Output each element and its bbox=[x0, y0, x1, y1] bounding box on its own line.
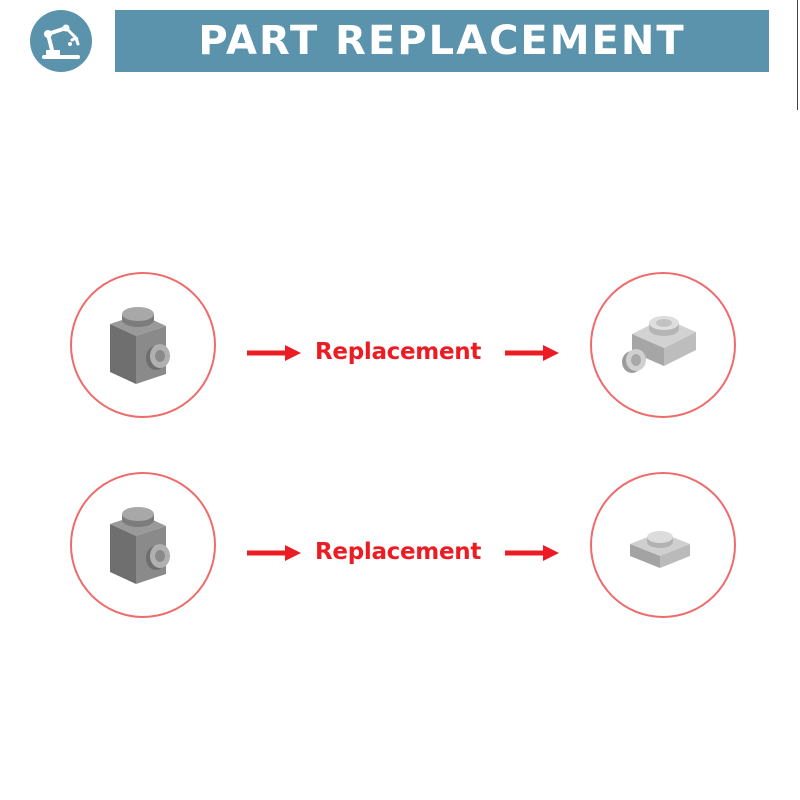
target-part-circle bbox=[590, 472, 736, 618]
replacement-label: Replacement bbox=[315, 339, 482, 365]
arrow-right-icon bbox=[505, 345, 559, 361]
source-part-circle bbox=[70, 272, 216, 418]
arrow-right-icon bbox=[505, 545, 559, 561]
target-part-circle bbox=[590, 272, 736, 418]
robot-arm-icon bbox=[30, 10, 92, 72]
plate-with-side-clip-icon bbox=[622, 316, 696, 373]
page-title: PART REPLACEMENT bbox=[198, 18, 686, 64]
replacement-label: Replacement bbox=[315, 539, 482, 565]
source-part-circle bbox=[70, 472, 216, 618]
brick-with-side-stud-icon bbox=[110, 507, 170, 584]
plate-1x1-icon bbox=[630, 531, 690, 568]
arrow-right-icon bbox=[247, 545, 301, 561]
brick-with-side-stud-icon bbox=[110, 307, 170, 384]
arrow-right-icon bbox=[247, 345, 301, 361]
divider bbox=[797, 0, 798, 110]
header-bar: PART REPLACEMENT bbox=[115, 10, 769, 72]
